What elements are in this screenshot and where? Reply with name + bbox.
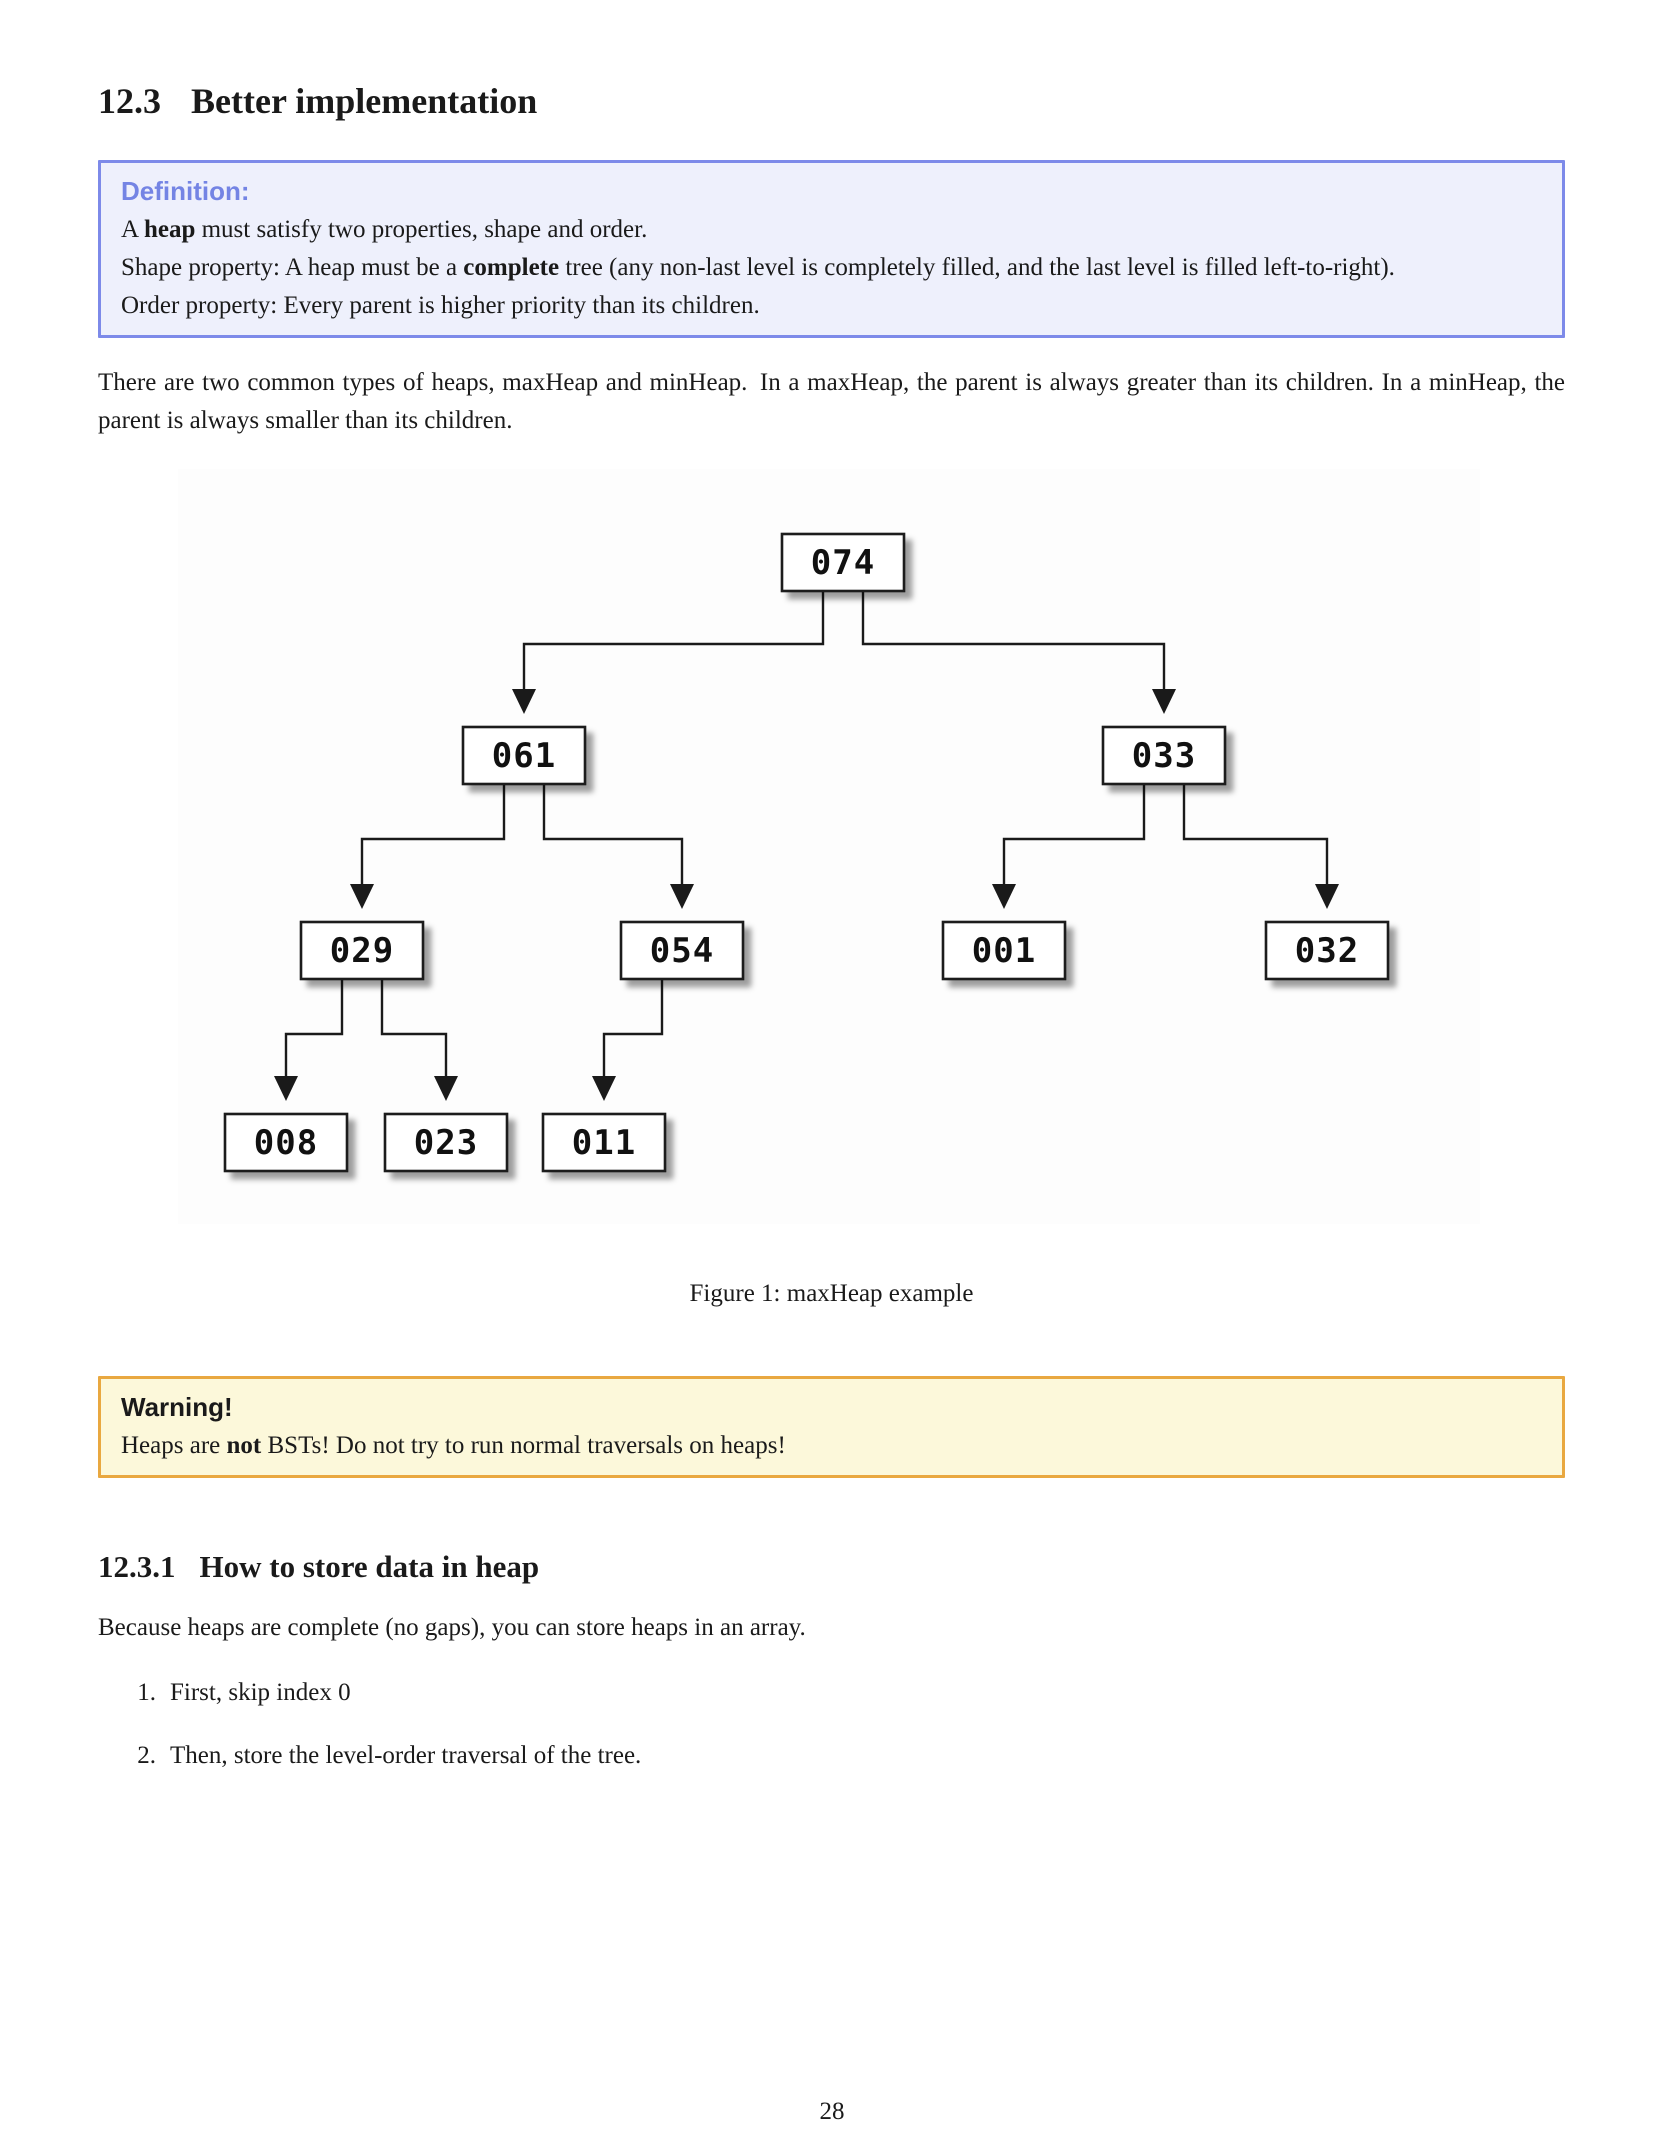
warning-line: Heaps are not BSTs! Do not try to run no… (121, 1431, 786, 1459)
tree-node-061: 061 (461, 725, 587, 786)
page-content: 12.3 Better implementation Definition: A… (98, 0, 1565, 1775)
tree-node-008: 008 (223, 1112, 349, 1173)
definition-text: A heap must satisfy two properties, shap… (121, 211, 1542, 325)
section-number: 12.3 (98, 81, 161, 121)
intro-paragraph: There are two common types of heaps, max… (98, 368, 1565, 434)
list-item: 2. Then, store the level-order traversal… (98, 1737, 1565, 1775)
figure-caption: Figure 1: maxHeap example (689, 1279, 974, 1307)
tree-node-032: 032 (1264, 920, 1390, 981)
tree-node-023: 023 (383, 1112, 509, 1173)
tree-node-033: 033 (1101, 725, 1227, 786)
svg-text:011: 011 (572, 1123, 636, 1163)
maxheap-tree-svg: 074 061 033 029 054 001 032 008 023 011 (223, 532, 1390, 1173)
tree-node-074: 074 (780, 532, 906, 593)
maxheap-figure: 074 061 033 029 054 001 032 008 023 011 (178, 468, 1480, 1224)
svg-text:074: 074 (811, 543, 875, 583)
list-item: 1. First, skip index 0 (98, 1674, 1565, 1712)
svg-text:032: 032 (1295, 931, 1359, 971)
page-number: 28 (819, 2098, 845, 2125)
storage-paragraph: Because heaps are complete (no gaps), yo… (98, 1614, 806, 1642)
definition-box: Definition: A heap must satisfy two prop… (98, 159, 1565, 338)
tree-node-001: 001 (941, 920, 1067, 981)
svg-text:061: 061 (492, 736, 556, 776)
subsection-heading: 12.3.1 How to store data in heap (98, 1548, 1565, 1584)
definition-label: Definition: (121, 175, 250, 206)
svg-text:023: 023 (414, 1123, 478, 1163)
warning-text: Heaps are not BSTs! Do not try to run no… (121, 1427, 1542, 1465)
subsection-title: How to store data in heap (199, 1548, 540, 1584)
section-heading: 12.3 Better implementation (98, 81, 1565, 121)
svg-text:054: 054 (650, 931, 714, 971)
tree-node-054: 054 (619, 920, 745, 981)
definition-line: A heap must satisfy two properties, shap… (121, 215, 648, 243)
tree-node-029: 029 (299, 920, 425, 981)
subsection-number: 12.3.1 (98, 1548, 176, 1584)
section-title: Better implementation (191, 81, 538, 121)
list-item-text: Then, store the level-order traversal of… (170, 1742, 642, 1770)
numbered-list: 1. First, skip index 0 2. Then, store th… (98, 1674, 1565, 1775)
list-item-text: First, skip index 0 (170, 1679, 351, 1707)
svg-text:029: 029 (330, 931, 394, 971)
definition-line: Shape property: A heap must be a complet… (121, 253, 1395, 281)
tree-node-011: 011 (541, 1112, 667, 1173)
svg-text:008: 008 (254, 1123, 318, 1163)
list-item-number: 1. (137, 1679, 156, 1707)
warning-label: Warning! (121, 1391, 233, 1422)
warning-box: Warning! Heaps are not BSTs! Do not try … (98, 1375, 1565, 1478)
definition-line: Order property: Every parent is higher p… (121, 291, 760, 319)
list-item-number: 2. (137, 1742, 156, 1770)
svg-text:001: 001 (972, 931, 1036, 971)
svg-text:033: 033 (1132, 736, 1196, 776)
